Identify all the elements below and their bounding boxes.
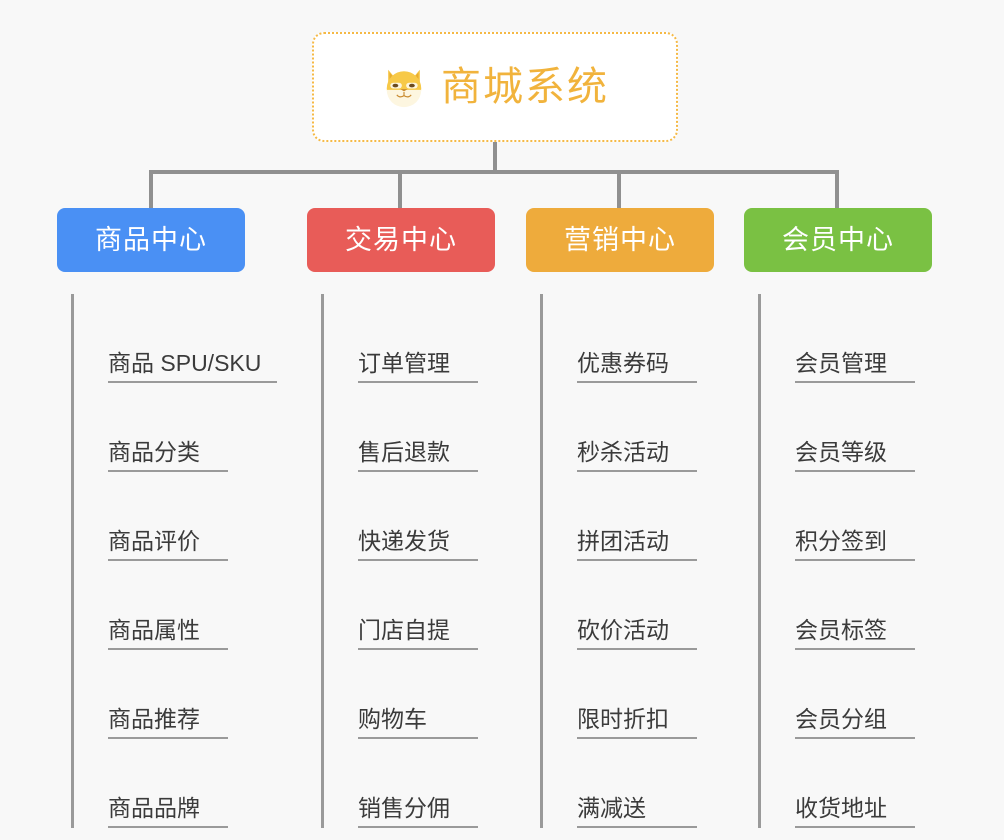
leaf-label: 会员等级: [795, 439, 915, 472]
list-item[interactable]: 收货地址: [761, 739, 964, 828]
root-node-mall-system[interactable]: 商城系统: [312, 32, 678, 142]
list-item[interactable]: 订单管理: [324, 294, 527, 383]
leaf-label: 会员分组: [795, 706, 915, 739]
column-trade-center: 交易中心 订单管理 售后退款 快递发货 门店自提 购物车 销售分佣: [307, 208, 527, 828]
list-item[interactable]: 售后退款: [324, 383, 527, 472]
list-item[interactable]: 门店自提: [324, 561, 527, 650]
leaf-label: 购物车: [358, 706, 478, 739]
root-node-title: 商城系统: [441, 65, 609, 109]
connector-drop-member-center: [835, 170, 839, 210]
column-product-center: 商品中心 商品 SPU/SKU 商品分类 商品评价 商品属性 商品推荐 商品品牌: [57, 208, 277, 828]
leaf-label: 商品 SPU/SKU: [108, 350, 277, 383]
list-item[interactable]: 商品评价: [74, 472, 277, 561]
connector-drop-marketing-center: [617, 170, 621, 210]
children-list-member-center: 会员管理 会员等级 积分签到 会员标签 会员分组 收货地址: [758, 294, 964, 828]
list-item[interactable]: 限时折扣: [543, 650, 746, 739]
leaf-label: 销售分佣: [358, 795, 478, 828]
column-member-center: 会员中心 会员管理 会员等级 积分签到 会员标签 会员分组 收货地址: [744, 208, 964, 828]
list-item[interactable]: 商品品牌: [74, 739, 277, 828]
leaf-label: 满减送: [577, 795, 697, 828]
leaf-label: 商品评价: [108, 528, 228, 561]
children-list-marketing-center: 优惠券码 秒杀活动 拼团活动 砍价活动 限时折扣 满减送: [540, 294, 746, 828]
list-item[interactable]: 秒杀活动: [543, 383, 746, 472]
leaf-label: 快递发货: [358, 528, 478, 561]
leaf-label: 拼团活动: [577, 528, 697, 561]
list-item[interactable]: 快递发货: [324, 472, 527, 561]
column-marketing-center: 营销中心 优惠券码 秒杀活动 拼团活动 砍价活动 限时折扣 满减送: [526, 208, 746, 828]
list-item[interactable]: 销售分佣: [324, 739, 527, 828]
leaf-label: 商品属性: [108, 617, 228, 650]
list-item[interactable]: 商品属性: [74, 561, 277, 650]
leaf-label: 限时折扣: [577, 706, 697, 739]
category-label: 交易中心: [345, 224, 457, 255]
list-item[interactable]: 会员等级: [761, 383, 964, 472]
list-item[interactable]: 会员分组: [761, 650, 964, 739]
category-header-marketing-center[interactable]: 营销中心: [526, 208, 714, 272]
list-item[interactable]: 购物车: [324, 650, 527, 739]
connector-root-stem: [493, 142, 497, 172]
list-item[interactable]: 优惠券码: [543, 294, 746, 383]
leaf-label: 会员管理: [795, 350, 915, 383]
category-label: 会员中心: [782, 224, 894, 255]
connector-horizontal-bus: [149, 170, 839, 174]
leaf-label: 商品分类: [108, 439, 228, 472]
list-item[interactable]: 砍价活动: [543, 561, 746, 650]
list-item[interactable]: 商品 SPU/SKU: [74, 294, 277, 383]
list-item[interactable]: 拼团活动: [543, 472, 746, 561]
shiba-dog-icon: [386, 69, 422, 108]
leaf-label: 优惠券码: [577, 350, 697, 383]
leaf-label: 收货地址: [795, 795, 915, 828]
category-label: 营销中心: [564, 224, 676, 255]
category-header-product-center[interactable]: 商品中心: [57, 208, 245, 272]
category-label: 商品中心: [95, 224, 207, 255]
list-item[interactable]: 满减送: [543, 739, 746, 828]
leaf-label: 会员标签: [795, 617, 915, 650]
list-item[interactable]: 会员标签: [761, 561, 964, 650]
list-item[interactable]: 积分签到: [761, 472, 964, 561]
list-item[interactable]: 商品分类: [74, 383, 277, 472]
category-header-member-center[interactable]: 会员中心: [744, 208, 932, 272]
leaf-label: 积分签到: [795, 528, 915, 561]
leaf-label: 砍价活动: [577, 617, 697, 650]
leaf-label: 商品推荐: [108, 706, 228, 739]
list-item[interactable]: 会员管理: [761, 294, 964, 383]
children-list-product-center: 商品 SPU/SKU 商品分类 商品评价 商品属性 商品推荐 商品品牌: [71, 294, 277, 828]
list-item[interactable]: 商品推荐: [74, 650, 277, 739]
connector-drop-trade-center: [398, 170, 402, 210]
leaf-label: 订单管理: [358, 350, 478, 383]
category-header-trade-center[interactable]: 交易中心: [307, 208, 495, 272]
leaf-label: 售后退款: [358, 439, 478, 472]
leaf-label: 秒杀活动: [577, 439, 697, 472]
connector-drop-product-center: [149, 170, 153, 210]
leaf-label: 门店自提: [358, 617, 478, 650]
leaf-label: 商品品牌: [108, 795, 228, 828]
children-list-trade-center: 订单管理 售后退款 快递发货 门店自提 购物车 销售分佣: [321, 294, 527, 828]
